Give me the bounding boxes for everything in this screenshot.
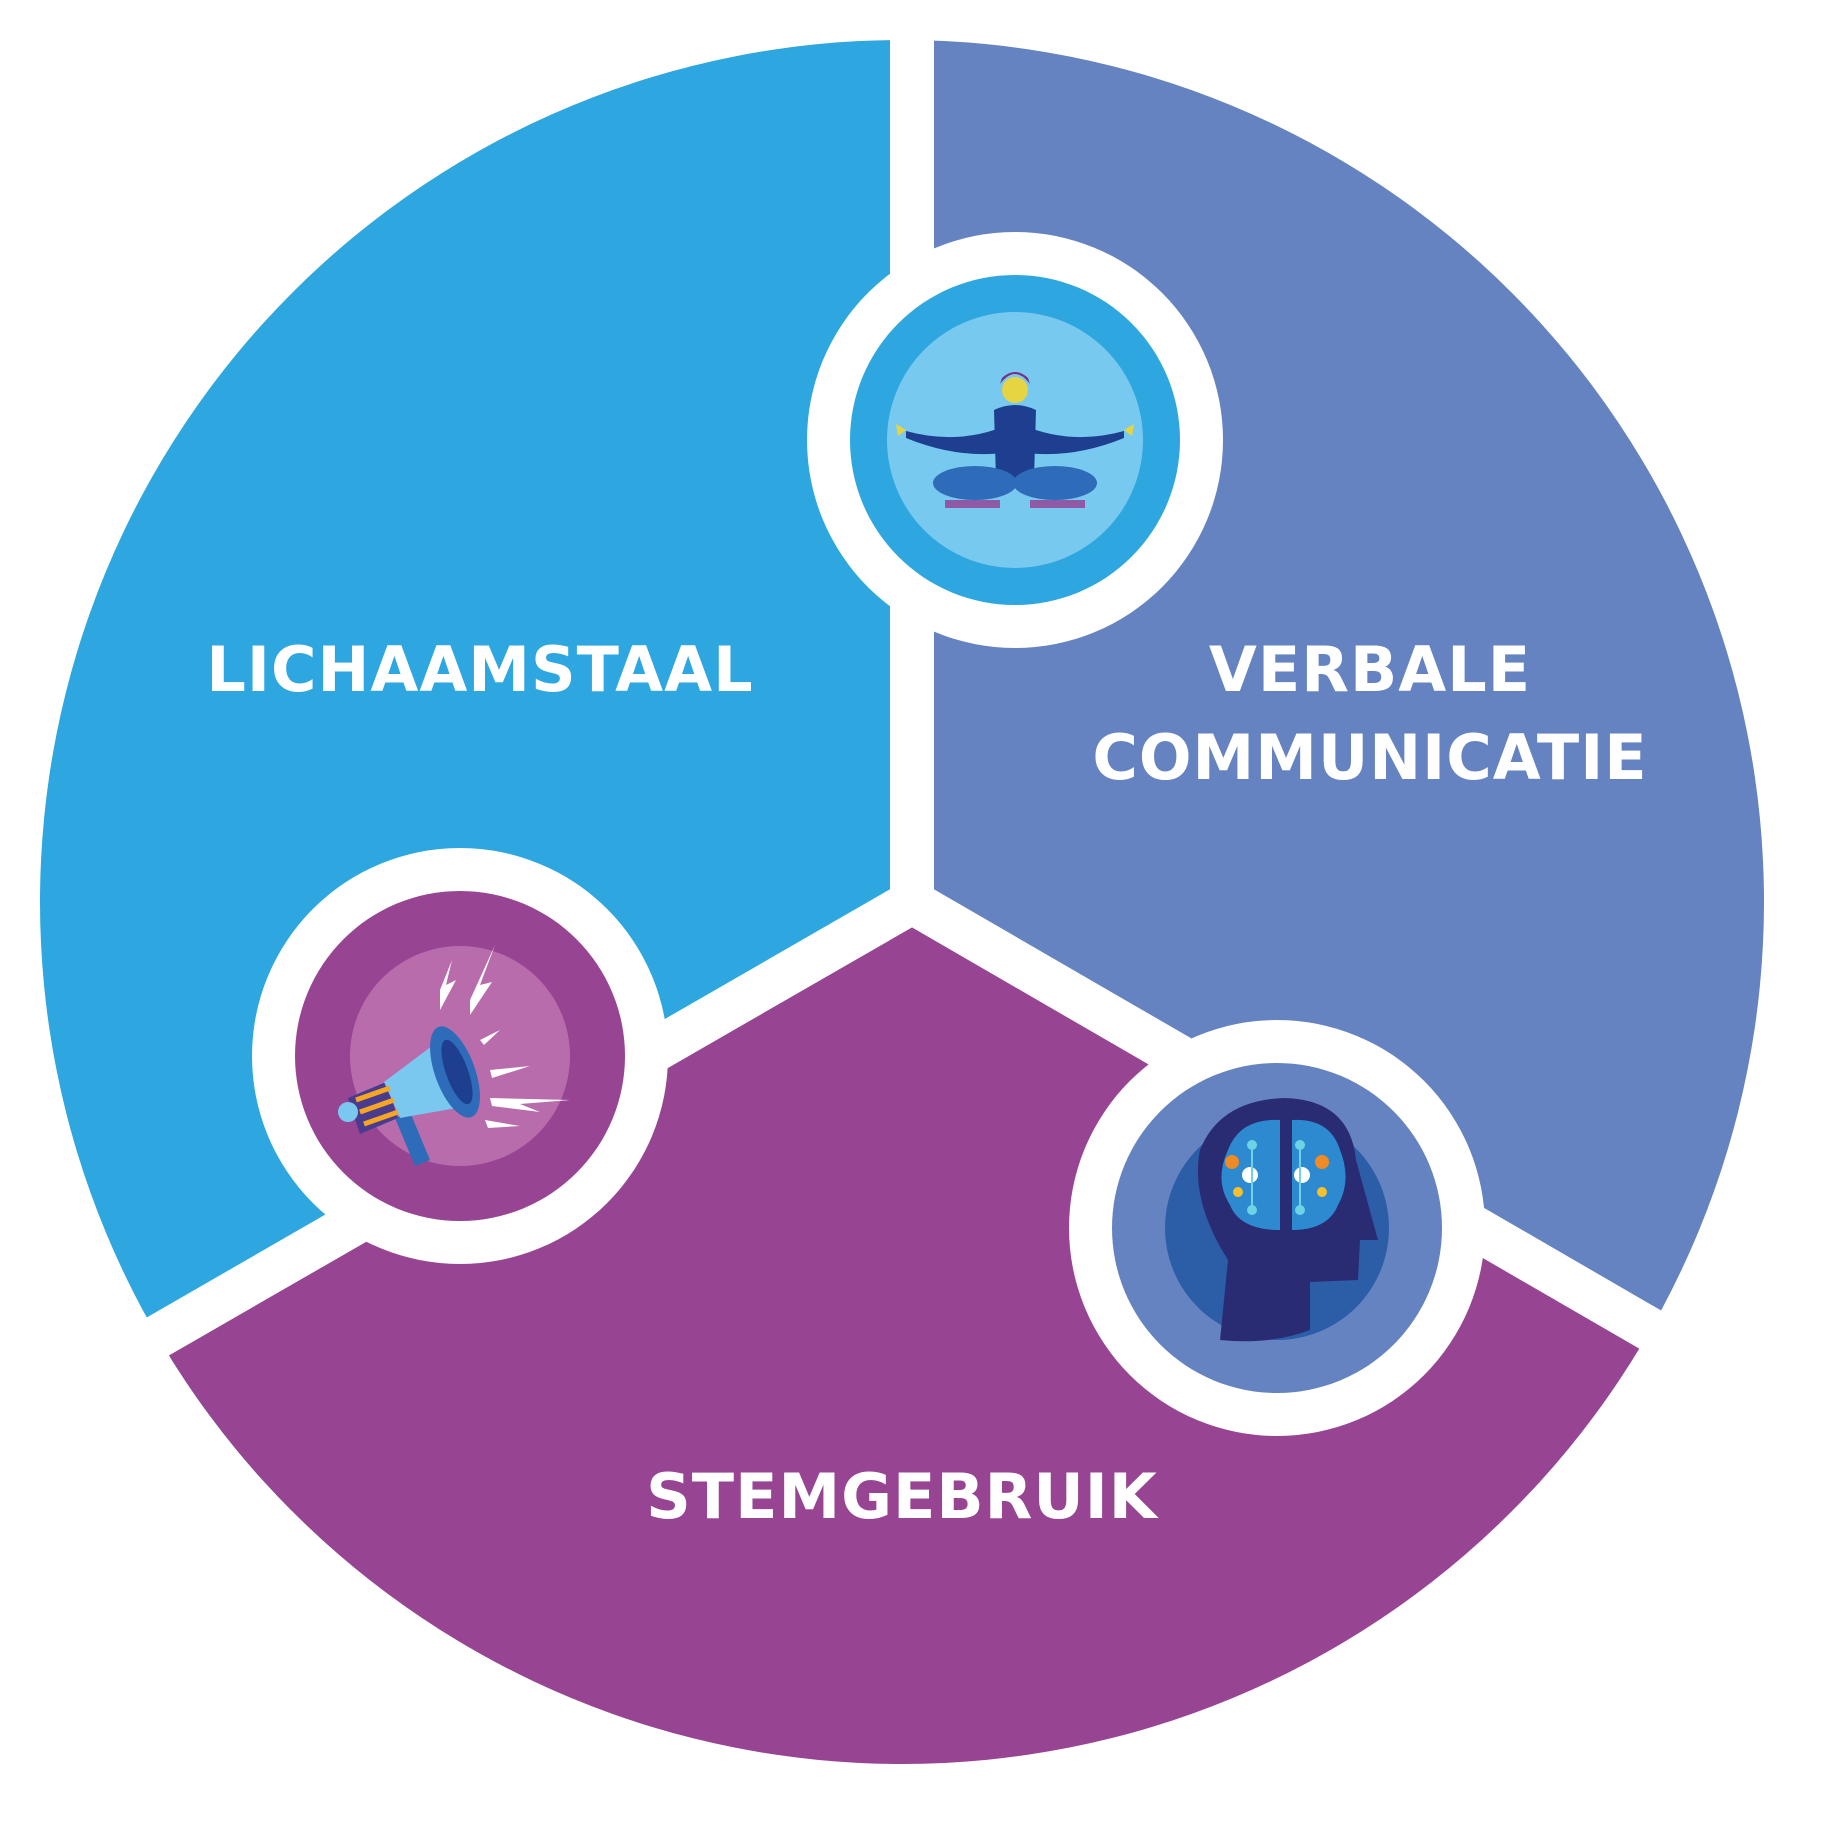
- icon-badge-stemgebruik: [252, 848, 668, 1264]
- meditating-person-icon: [896, 372, 1134, 508]
- icon-badge-verbale-communicatie: [1069, 1020, 1485, 1436]
- label-verbale-line1: VERBALE: [1209, 633, 1531, 706]
- label-verbale-line2: COMMUNICATIE: [1092, 721, 1647, 794]
- megaphone-icon: [338, 945, 570, 1166]
- brain-head-icon: [1197, 1098, 1378, 1342]
- label-lichaamstaal: LICHAAMSTAAL: [206, 633, 753, 706]
- icon-badge-lichaamstaal: [807, 232, 1223, 648]
- label-stemgebruik: STEMGEBRUIK: [646, 1460, 1159, 1533]
